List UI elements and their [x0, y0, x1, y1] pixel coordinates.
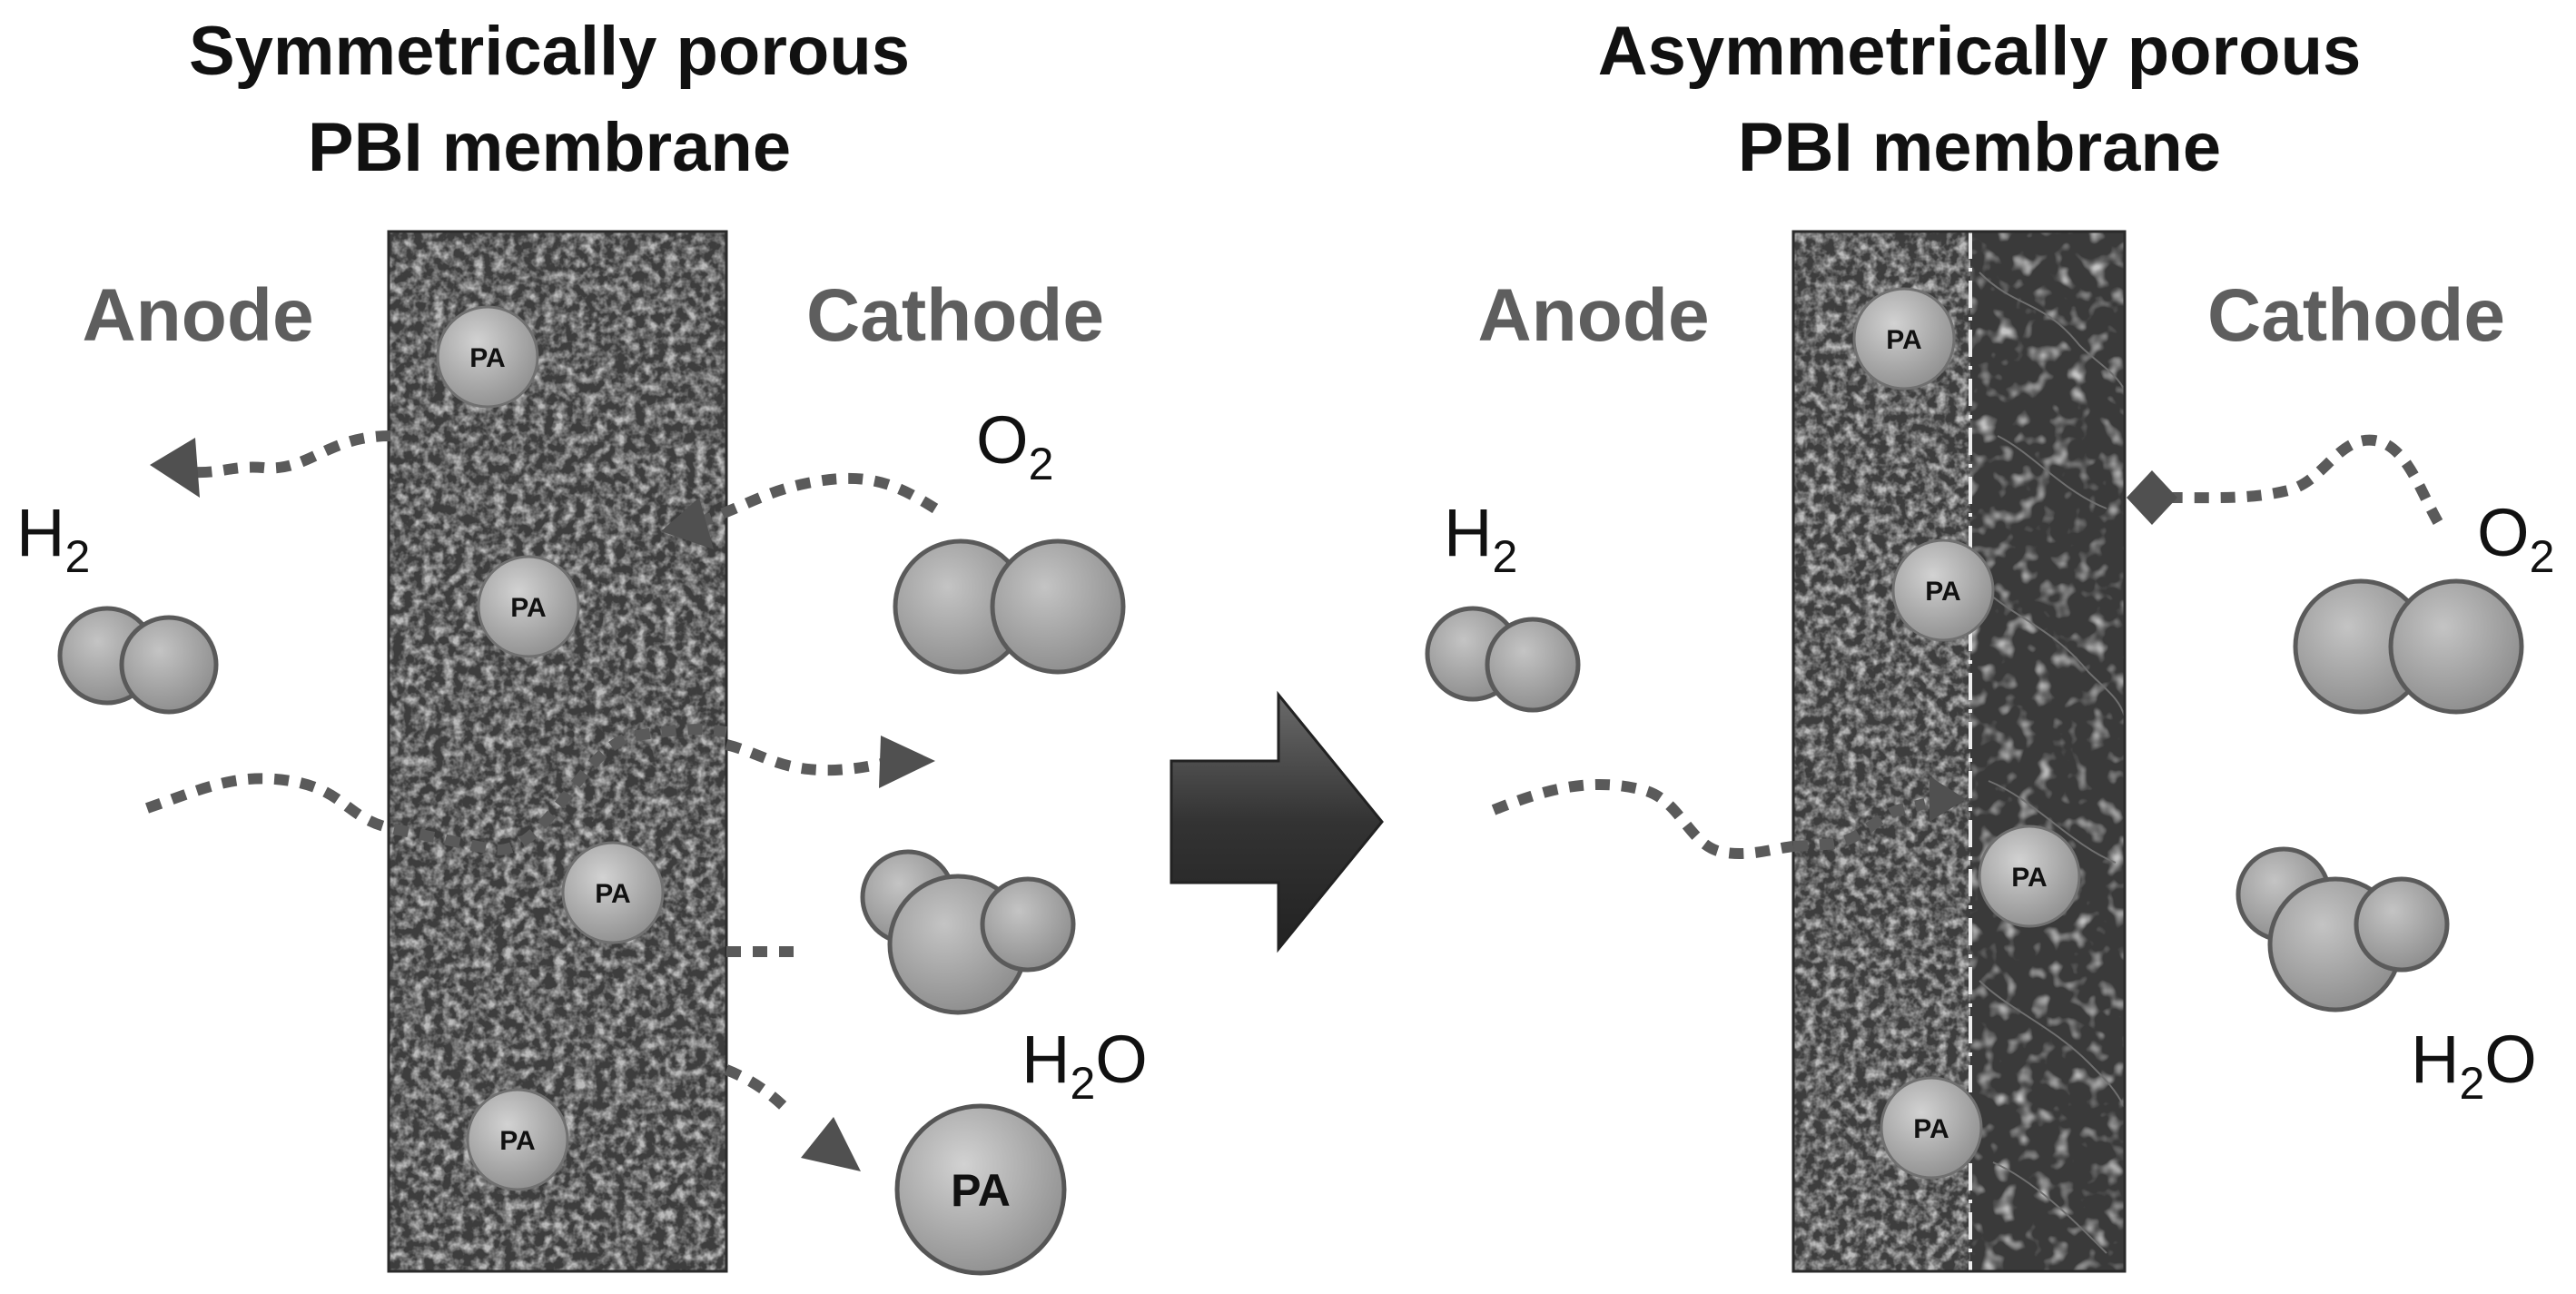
asymmetric-membrane [1791, 230, 2127, 1273]
symmetric-membrane [387, 230, 728, 1273]
svg-text:PA: PA [951, 1165, 1011, 1216]
left-title-line2: PBI membrane [308, 109, 791, 186]
h2-molecule-icon [1425, 606, 1581, 713]
right-h2-label: H2 [1444, 495, 1517, 582]
h2-path-in-dots [145, 724, 727, 855]
pa-leaked-bubble: PA [894, 1103, 1067, 1276]
svg-text:PA: PA [499, 1126, 535, 1156]
pa-bubble: PA [1852, 287, 1956, 390]
pa-leaching-arrow [724, 1064, 861, 1171]
svg-text:PA: PA [2011, 863, 2047, 893]
pa-bubble: PA [1891, 538, 1995, 642]
svg-text:PA: PA [469, 343, 505, 373]
pa-bubble: PA [1978, 825, 2081, 928]
right-o2-label: O2 [2477, 495, 2554, 582]
svg-text:PA: PA [510, 593, 546, 623]
left-cathode-label: Cathode [806, 274, 1104, 357]
o2-molecule-icon [893, 538, 1126, 675]
right-title-line2: PBI membrane [1738, 109, 2221, 186]
pa-bubble: PA [1880, 1076, 1983, 1180]
svg-text:PA: PA [1886, 325, 1921, 355]
h2-crossover-arrow [150, 430, 391, 498]
h2-molecule-icon [57, 606, 219, 715]
block-arrow-right-icon [1170, 690, 1384, 953]
right-panel: Asymmetrically porous PBI membrane Anode… [1425, 13, 2554, 1273]
left-h2-label: H2 [16, 495, 90, 582]
svg-text:PA: PA [1925, 577, 1960, 607]
svg-text:PA: PA [595, 879, 630, 909]
h2-blocked-arrow [1491, 776, 1966, 859]
right-title-line1: Asymmetrically porous [1598, 13, 2362, 90]
right-h2o-label: H2O [2411, 1022, 2537, 1109]
left-title-line1: Symmetrically porous [189, 13, 910, 90]
h2-path-out-arrow [725, 736, 935, 788]
left-h2o-label: H2O [1022, 1022, 1148, 1109]
o2-blocked-arrow [2127, 434, 2443, 525]
h2o-molecule-icon [2235, 846, 2450, 1012]
pa-bubble: PA [477, 555, 580, 658]
pa-bubble: PA [466, 1088, 569, 1191]
pa-bubble: PA [436, 305, 539, 409]
left-panel: Symmetrically porous PBI membrane Anode … [16, 13, 1148, 1276]
o2-molecule-icon [2293, 578, 2524, 715]
o2-crossover-arrow [661, 472, 939, 549]
h2o-molecule-icon [860, 849, 1076, 1015]
right-anode-label: Anode [1477, 274, 1709, 357]
left-o2-label: O2 [976, 402, 1053, 489]
dense-layer-cracks [1974, 272, 2126, 1254]
left-anode-label: Anode [82, 274, 313, 357]
pa-bubble: PA [561, 841, 665, 944]
right-cathode-label: Cathode [2207, 274, 2505, 357]
svg-text:PA: PA [1913, 1114, 1949, 1144]
